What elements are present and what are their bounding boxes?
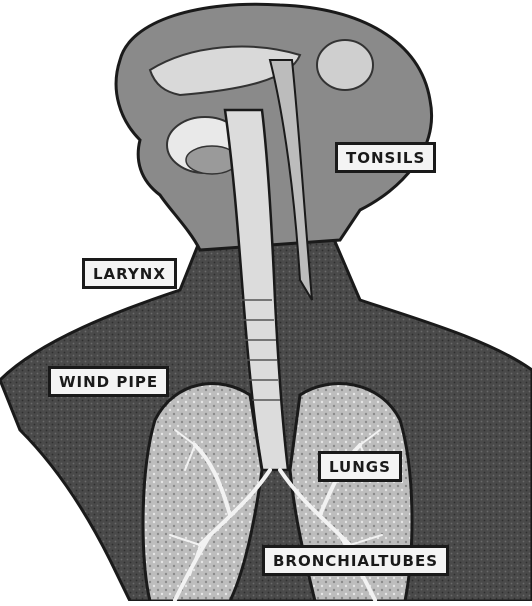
brain-region bbox=[317, 40, 373, 90]
label-tonsils: TONSILS bbox=[335, 142, 436, 173]
label-larynx: LARYNX bbox=[82, 258, 177, 289]
head-silhouette bbox=[116, 4, 431, 250]
label-lungs: LUNGS bbox=[318, 451, 402, 482]
label-bronchial-tubes: BRONCHIALTUBES bbox=[262, 545, 449, 576]
label-wind-pipe: WIND PIPE bbox=[48, 366, 169, 397]
